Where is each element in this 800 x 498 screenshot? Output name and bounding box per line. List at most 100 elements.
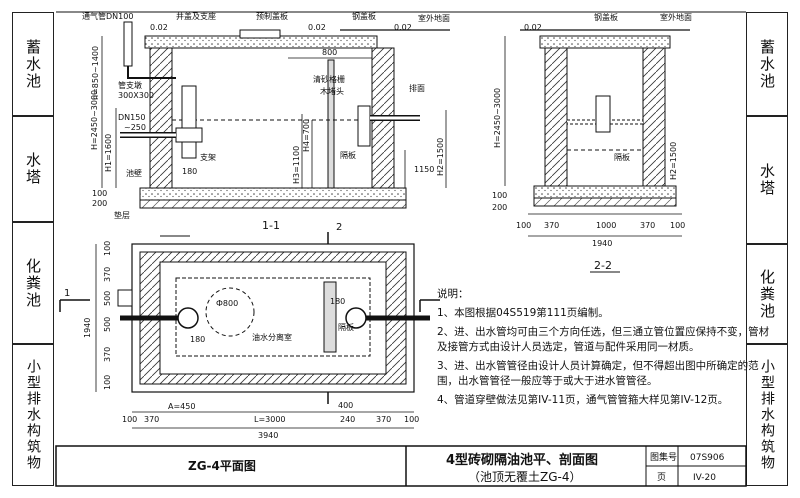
label-h850: h=850~1400	[91, 46, 100, 100]
label-2-ground: 室外地面	[660, 12, 692, 22]
right-tab-reservoir: 蓄水池	[746, 12, 788, 116]
section-1-1-title: 1-1	[262, 219, 280, 232]
right-tab-water-tower: 水塔	[746, 116, 788, 244]
label-2-partition: 隔板	[614, 152, 630, 162]
plan-l: L=3000	[254, 415, 286, 424]
cushion	[139, 199, 407, 209]
left-tab-reservoir: 蓄水池	[12, 12, 54, 116]
label-vent: 通气管DN100	[82, 11, 133, 21]
inlet-tee	[181, 85, 197, 159]
label-ground: 室外地面	[418, 13, 450, 23]
plan-w3940: 3940	[258, 431, 278, 440]
label-2-h-range: H=2450~3000	[493, 88, 502, 148]
plan-h1940: 1940	[83, 318, 92, 338]
plan-cut-1: 1	[64, 288, 70, 299]
plan-h500: 500	[103, 291, 112, 306]
label-pool-wall: 池壁	[126, 168, 142, 178]
atlas-label: 图集号	[650, 451, 677, 463]
title-block-text: 图集号 07S906 页 IV-20 4型砖砌隔油池平、剖面图 （池顶无覆土ZG…	[188, 451, 725, 484]
left-tab-septic: 化粪池	[12, 222, 54, 344]
label-2-w1000: 1000	[596, 221, 616, 230]
plan-view	[59, 232, 440, 429]
drawing-title: 4型砖砌隔油池平、剖面图	[446, 452, 598, 468]
label-002a: 0.02	[150, 23, 168, 32]
left-tab-water-tower: 水塔	[12, 116, 54, 222]
label-h2: H2=1500	[436, 138, 445, 176]
label-pipe-range: ~250	[124, 123, 146, 132]
plan-h100b: 100	[103, 375, 112, 390]
label-2-h200: 200	[492, 203, 507, 212]
plan-h370b: 370	[103, 347, 112, 362]
label-rebar: 钢盖板	[352, 11, 376, 21]
label-180: 180	[182, 167, 197, 176]
note-1: 1、本图根据04S519第111页编制。	[437, 307, 609, 319]
label-pipe: DN150	[118, 113, 145, 122]
plan-w100a: 100	[122, 415, 137, 424]
notes-heading: 说明：	[437, 288, 469, 300]
note-3: 3、进、出水管管径由设计人员计算确定，但不得超出图中所确定的范围，出水管管径一般…	[437, 360, 759, 387]
label-outlet-cap: 木堵头	[320, 86, 344, 96]
plan-180a: 180	[190, 335, 205, 344]
section-1-1	[101, 21, 450, 237]
section-1-1-labels: 通气管DN100 井盖及支座 预制盖板 钢盖板 室外地面 0.02 0.02 0…	[82, 11, 450, 232]
label-1150: 1150	[414, 165, 434, 174]
page-no: IV-20	[693, 473, 716, 483]
label-h3: H3=1100	[292, 146, 301, 184]
label-002b: 0.02	[308, 23, 326, 32]
plan-labels: 1 2 油水分离室 隔板 Ф800 180 180 1940 100 370 5…	[64, 222, 419, 440]
section-2-2-labels: 钢盖板 室外地面 0.02 隔板 H=2450~3000 H2=1500 100…	[492, 12, 692, 272]
label-partition: 隔板	[340, 150, 356, 160]
left-tab-small-drainage: 小型排水构筑物	[12, 344, 54, 486]
plan-w370a: 370	[144, 415, 159, 424]
label-clean: 清砂格栅	[313, 74, 345, 84]
label-2-rebar: 钢盖板	[594, 12, 618, 22]
inlet-pipe-plan	[177, 307, 199, 329]
plan-title: ZG-4平面图	[188, 459, 256, 473]
base-slab	[139, 187, 407, 201]
atlas-no: 07S906	[690, 453, 725, 463]
label-002c: 0.02	[394, 23, 412, 32]
section-2-2	[504, 29, 690, 273]
plan-partition: 隔板	[338, 322, 354, 332]
manhole-cover	[239, 29, 281, 39]
plan-h370a: 370	[103, 267, 112, 282]
plan-h100a: 100	[103, 241, 112, 256]
plan-dia: Ф800	[216, 299, 238, 308]
label-800: 800	[322, 48, 337, 57]
label-support-size: 300X300	[118, 91, 154, 100]
plan-a: A=450	[168, 402, 195, 411]
plan-h500b: 500	[103, 317, 112, 332]
label-2-002: 0.02	[524, 23, 542, 32]
label-2-h100: 100	[492, 191, 507, 200]
right-tab-septic: 化粪池	[746, 244, 788, 344]
right-tab-small-drainage: 小型排水构筑物	[746, 344, 788, 486]
label-2-w370b: 370	[640, 221, 655, 230]
notes: 说明： 1、本图根据04S519第111页编制。 2、进、出水管均可由三个方向任…	[437, 287, 777, 408]
title-block-grid	[55, 11, 747, 487]
label-2-w370a: 370	[544, 221, 559, 230]
plan-w240: 240	[340, 415, 355, 424]
plan-room: 油水分离室	[252, 332, 292, 342]
note-2: 2、进、出水管均可由三个方向任选，但三通立管位置应保持不变，管材及接管方式由设计…	[437, 326, 770, 353]
label-h4: H4=700	[302, 119, 311, 152]
note-4: 4、管道穿壁做法见第IV-11页，通气管管箍大样见第IV-12页。	[437, 394, 729, 406]
label-manhole: 井盖及支座	[176, 11, 216, 21]
plan-cut-2: 2	[336, 222, 342, 233]
label-2-total: 1940	[592, 239, 612, 248]
section-2-2-title: 2-2	[594, 259, 612, 272]
label-h1: H1=1600	[104, 134, 113, 172]
plan-w100b: 100	[404, 415, 419, 424]
label-cushion: 垫层	[114, 210, 130, 220]
label-2-h2: H2=1500	[669, 142, 678, 180]
plan-w400: 400	[338, 401, 353, 410]
label-bracket: 支架	[200, 152, 216, 162]
manhole-plan	[205, 287, 255, 337]
label-200: 200	[92, 199, 107, 208]
left-wall	[149, 47, 173, 189]
drawing-subtitle: （池顶无覆土ZG-4）	[468, 470, 582, 484]
vent-pipe	[123, 21, 133, 67]
page-label: 页	[657, 472, 666, 483]
label-plate: 预制盖板	[256, 11, 288, 21]
